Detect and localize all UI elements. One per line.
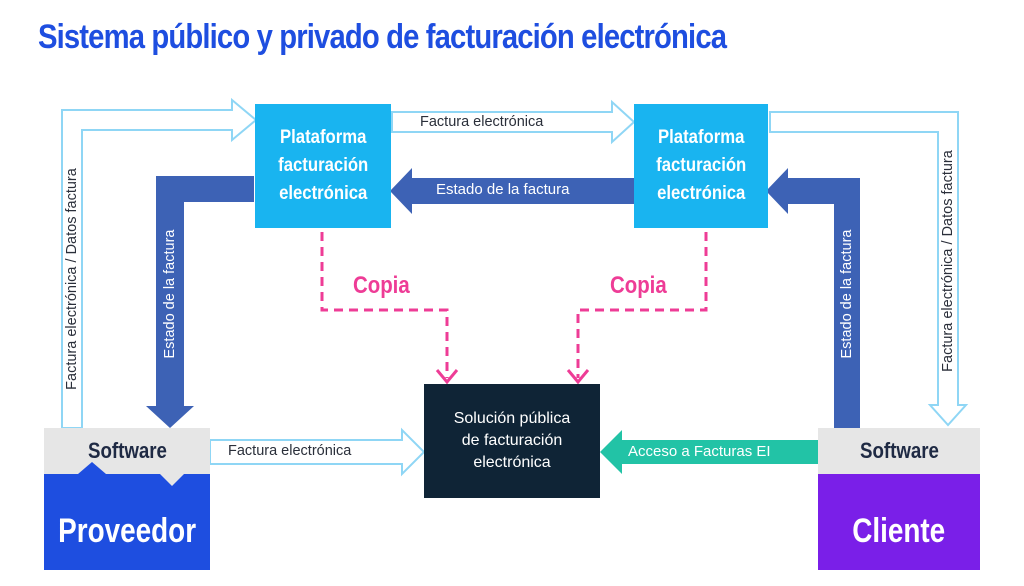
public-solution-box: Solución pública de facturación electrón… [424, 384, 600, 498]
software-left-label: Software [87, 438, 167, 463]
platform-left-line-1: Plataforma [279, 127, 367, 148]
provider-label: Proveedor [58, 511, 196, 550]
software-left: Software [44, 428, 210, 474]
copy-arrowhead-right [566, 369, 590, 385]
platform-right-line-3: electrónica [656, 183, 746, 204]
copia-left: Copia [353, 272, 410, 299]
label-right-inner-vertical: Estado de la factura [839, 229, 855, 359]
public-solution-line-3: electrónica [473, 454, 551, 471]
public-solution-line-2: de facturación [461, 432, 563, 449]
software-right-label: Software [859, 438, 939, 463]
public-solution-line-1: Solución pública [453, 410, 571, 427]
copia-right: Copia [610, 272, 667, 299]
arrow-left-inner-estado [146, 176, 254, 428]
label-middle-estado: Estado de la factura [436, 181, 570, 198]
label-top-factura: Factura electrónica [420, 114, 544, 130]
client-label: Cliente [852, 511, 946, 550]
copy-line-right [576, 232, 708, 378]
platform-left: Plataforma facturación electrónica [255, 104, 391, 228]
label-acceso: Acceso a Facturas EI [628, 443, 771, 460]
arrow-top-factura [391, 99, 636, 145]
platform-right-line-1: Plataforma [657, 127, 745, 148]
platform-left-line-3: electrónica [278, 183, 368, 204]
arrow-acceso [600, 430, 818, 474]
arrow-bottom-factura [209, 427, 426, 477]
page-title: Sistema público y privado de facturación… [38, 18, 727, 56]
copy-line-left [320, 232, 449, 378]
copy-arrowhead-left [435, 369, 459, 385]
label-left-inner-vertical: Estado de la factura [162, 229, 178, 359]
arrow-right-inner-estado [766, 168, 860, 428]
label-left-outer-vertical: Factura electrónica / Datos factura [64, 168, 80, 390]
platform-left-line-2: facturación [277, 155, 369, 176]
arrow-right-outer-factura [769, 111, 969, 427]
label-right-outer-vertical: Factura electrónica / Datos factura [940, 150, 956, 372]
label-bottom-factura: Factura electrónica [228, 443, 352, 459]
arrow-middle-estado [390, 168, 634, 214]
platform-right-line-2: facturación [655, 155, 747, 176]
platform-right: Plataforma facturación electrónica [634, 104, 768, 228]
software-right: Software [818, 428, 980, 474]
provider-box: Proveedor [44, 474, 210, 570]
arrow-left-outer-factura [61, 97, 258, 429]
client-box: Cliente [818, 474, 980, 570]
